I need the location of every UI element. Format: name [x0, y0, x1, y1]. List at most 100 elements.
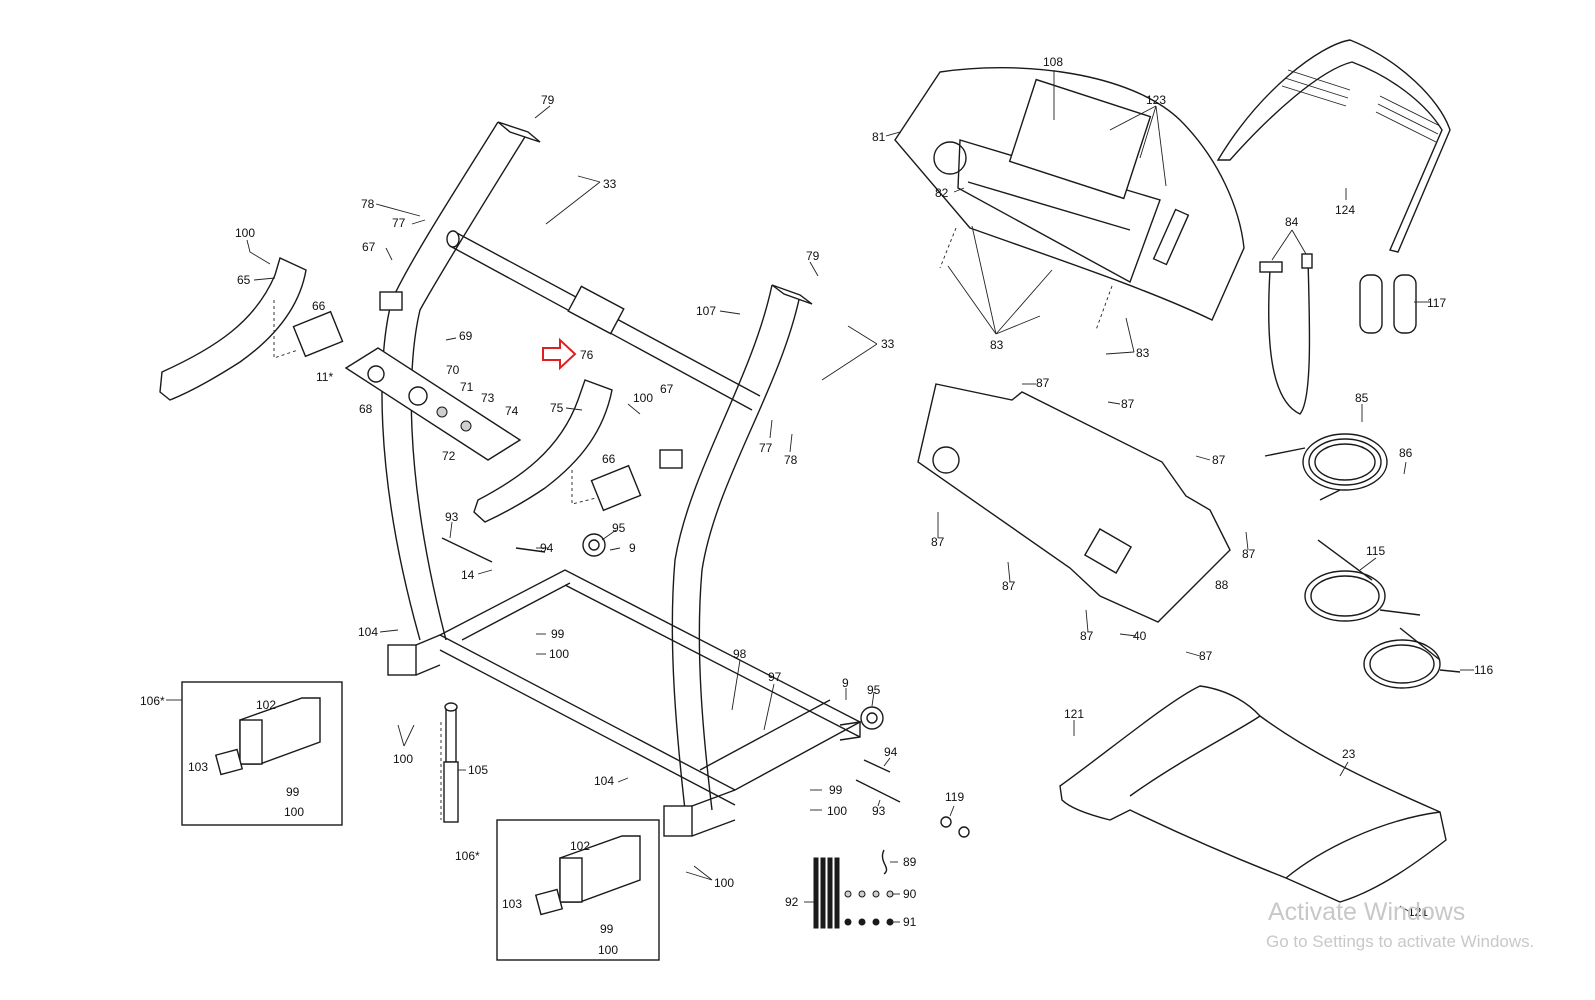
base-frame	[387, 569, 862, 837]
console-base	[917, 383, 1231, 623]
callout-87: 87	[1242, 547, 1256, 561]
dashed-guides	[273, 227, 1113, 820]
callout-92: 92	[785, 895, 799, 909]
handrail-insert-right	[590, 464, 642, 512]
callout-104: 104	[358, 625, 378, 639]
callout-87: 87	[1036, 376, 1050, 390]
pulse-plate	[344, 347, 522, 461]
callout-74: 74	[505, 404, 519, 418]
callout-100: 100	[598, 943, 618, 957]
callout-123: 123	[1146, 93, 1166, 107]
callout-87: 87	[1080, 629, 1094, 643]
leveler-inset-left	[181, 681, 343, 826]
callout-79: 79	[806, 249, 820, 263]
callout-66: 66	[602, 452, 616, 466]
callout-75: 75	[550, 401, 564, 415]
left-handrail	[159, 257, 307, 401]
callout-99: 99	[829, 783, 843, 797]
callout-104: 104	[594, 774, 614, 788]
callout-85: 85	[1355, 391, 1369, 405]
callout-76: 76	[580, 348, 594, 362]
right-handrail	[473, 379, 613, 523]
callout-9: 9	[629, 541, 636, 555]
callout-79: 79	[541, 93, 555, 107]
callout-87: 87	[1121, 397, 1135, 411]
callout-94: 94	[884, 745, 898, 759]
gas-spring	[443, 702, 459, 823]
motor-hood	[1059, 685, 1447, 903]
callout-98: 98	[733, 647, 747, 661]
callout-87: 87	[931, 535, 945, 549]
callout-11: 11*	[316, 370, 333, 384]
callout-93: 93	[872, 804, 886, 818]
callout-100: 100	[714, 876, 734, 890]
callout-82: 82	[935, 186, 949, 200]
left-upright	[379, 121, 541, 641]
callout-100: 100	[827, 804, 847, 818]
callout-99: 99	[551, 627, 565, 641]
callout-102: 102	[256, 698, 276, 712]
leader-lines	[166, 70, 1474, 923]
callout-117: 117	[1427, 296, 1446, 310]
callout-87: 87	[1002, 579, 1016, 593]
callout-99: 99	[600, 922, 614, 936]
callout-9: 9	[842, 676, 849, 690]
callout-91: 91	[903, 915, 917, 929]
callout-70: 70	[446, 363, 460, 377]
callout-103: 103	[188, 760, 208, 774]
callout-97: 97	[768, 670, 782, 684]
callout-67: 67	[660, 382, 674, 396]
callout-121: 121	[1064, 707, 1084, 721]
callout-100: 100	[284, 805, 304, 819]
right-upright-socket	[659, 449, 683, 469]
right-upright	[659, 284, 813, 811]
callout-90: 90	[903, 887, 917, 901]
callout-labels: 79 33 78 77 100 67 65 66 69 70 71 73 74 …	[140, 55, 1493, 957]
callout-66: 66	[312, 299, 326, 313]
callout-40: 40	[1133, 629, 1147, 643]
callout-87: 87	[1199, 649, 1213, 663]
callout-106: 106*	[455, 849, 480, 863]
callout-106: 106*	[140, 694, 165, 708]
callout-115: 115	[1366, 544, 1385, 558]
callout-69: 69	[459, 329, 473, 343]
left-base-socket	[387, 644, 417, 676]
callout-81: 81	[872, 130, 886, 144]
callout-121: 121	[1408, 905, 1428, 919]
callout-89: 89	[903, 855, 917, 869]
callout-33: 33	[603, 177, 617, 191]
callout-95: 95	[867, 683, 881, 697]
callout-77: 77	[392, 216, 406, 230]
callout-73: 73	[481, 391, 495, 405]
callout-67: 67	[362, 240, 376, 254]
callout-99: 99	[286, 785, 300, 799]
callout-84: 84	[1285, 215, 1299, 229]
callout-65: 65	[237, 273, 251, 287]
right-base-socket	[663, 805, 693, 837]
callout-83: 83	[990, 338, 1004, 352]
upright-crossbar	[446, 230, 761, 411]
callout-119: 119	[945, 790, 964, 804]
callout-100: 100	[633, 391, 653, 405]
callout-77: 77	[759, 441, 773, 455]
callout-103: 103	[502, 897, 522, 911]
callout-72: 72	[442, 449, 456, 463]
callout-83: 83	[1136, 346, 1150, 360]
leveler-inset-right	[496, 819, 660, 961]
callout-14: 14	[461, 568, 475, 582]
callout-124: 124	[1335, 203, 1355, 217]
hardware-ties	[813, 816, 970, 929]
crossbar-clip	[567, 285, 625, 335]
callout-71: 71	[460, 380, 474, 394]
console-assembly	[894, 66, 1245, 321]
callout-93: 93	[445, 510, 459, 524]
callout-33: 33	[881, 337, 895, 351]
callout-23: 23	[1342, 747, 1356, 761]
handrail-insert-left	[292, 310, 344, 358]
callout-78: 78	[361, 197, 375, 211]
callout-108: 108	[1043, 55, 1063, 69]
callout-88: 88	[1215, 578, 1229, 592]
callout-68: 68	[359, 402, 373, 416]
callout-100: 100	[235, 226, 255, 240]
